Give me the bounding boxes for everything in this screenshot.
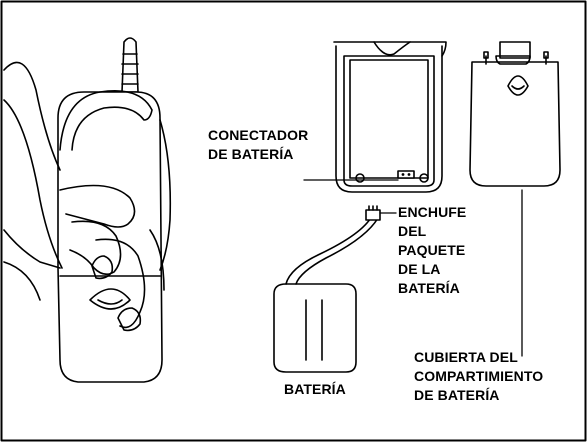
- connector-label: CONECTADOR DE BATERÍA: [208, 127, 309, 162]
- handset-in-hand: [3, 37, 172, 383]
- battery-label: BATERÍA: [284, 381, 346, 397]
- battery-pack: [273, 205, 381, 373]
- cover-label: CUBIERTA DEL COMPARTIMIENTO DE BATERÍA: [414, 349, 544, 403]
- battery-cover: [469, 41, 561, 187]
- battery-plug: [365, 209, 381, 221]
- battery-compartment: [333, 41, 447, 193]
- battery-connector: [397, 170, 415, 179]
- plug-label: ENCHUFE DEL PAQUETE DE LA BATERÍA: [398, 204, 467, 296]
